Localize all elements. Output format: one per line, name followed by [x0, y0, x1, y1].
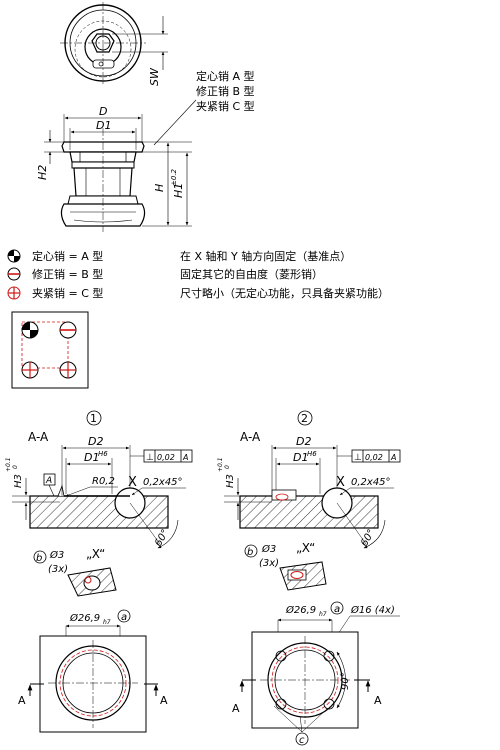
detail-1-section-a-right: A: [160, 694, 168, 707]
detail-1-number: 1: [90, 412, 97, 425]
detail-2-h3: H3: [225, 474, 236, 488]
detail-2-perp-symbol: ⊥: [354, 453, 362, 463]
detail-1-bore: Ø26,9: [69, 612, 100, 624]
detail-2-h3-tol-top: +0.1: [217, 457, 224, 472]
detail-1-x-mark: X: [128, 475, 137, 490]
detail-2-bore: Ø26,9: [285, 604, 316, 616]
centering-pin-icon: [7, 249, 21, 263]
detail-2-h3-tol-bottom: 0: [224, 465, 231, 469]
type-b-label: 修正销 B 型: [196, 84, 255, 98]
detail-1-h3: H3: [13, 474, 24, 488]
detail-1-radius: R0,2: [92, 476, 115, 487]
detail-2-hole-dia: Ø3: [261, 543, 276, 555]
detail-2-d1: D1: [293, 451, 308, 464]
legend-type-c: 夹紧销 = C 型: [32, 286, 103, 300]
correction-pin-icon: [7, 267, 21, 281]
detail-1-note-b: b: [36, 553, 42, 564]
type-a-label: 定心销 A 型: [196, 69, 255, 83]
detail-2-note-c: c: [299, 735, 305, 746]
detail-2-note-b: b: [247, 547, 253, 558]
detail-2-d2: D2: [296, 435, 311, 448]
legend-desc-a: 在 X 轴和 Y 轴方向固定（基准点）: [180, 249, 351, 263]
h-label: H: [153, 184, 166, 192]
detail-2-section-a-left: A: [232, 702, 240, 715]
detail-1-h3-tol-top: +0.1: [5, 457, 12, 472]
detail-2: 2 A-A H3 +0.1 0 D2 D1 H6 ⊥ 0,02 A X: [217, 410, 401, 746]
detail-2-section-a-right: A: [374, 694, 382, 707]
detail-1-hole-qty: (3x): [48, 564, 68, 575]
h1-label: H1: [172, 183, 185, 198]
detail-1-datum: A: [45, 476, 52, 486]
legend-type-a: 定心销 = A 型: [32, 249, 103, 263]
detail-2-angle-90: 90°: [340, 672, 351, 690]
detail-1-d1: D1: [84, 451, 99, 464]
detail-1-d1-fit: H6: [98, 450, 108, 458]
detail-2-angle: 60°: [359, 528, 377, 549]
detail-2-x-mark: X: [336, 475, 345, 490]
legend-type-b: 修正销 = B 型: [32, 267, 103, 281]
legend: 定心销 = A 型 在 X 轴和 Y 轴方向固定（基准点） 修正销 = B 型 …: [7, 249, 389, 300]
side-view: D D1 H2 H H1 ±0.2: [36, 105, 192, 232]
detail-1-perp-value: 0,02: [157, 453, 175, 462]
detail-2-chamfer: 0,2x45°: [351, 477, 391, 488]
legend-desc-c: 尺寸略小（无定心功能，只具备夹紧功能）: [180, 286, 389, 300]
detail-1-note-a: a: [121, 612, 127, 623]
legend-desc-b: 固定其它的自由度（菱形销）: [180, 267, 323, 281]
h1-tolerance: ±0.2: [170, 168, 178, 186]
detail-2-perp-datum: A: [390, 453, 396, 462]
pin-layout-diagram: [11, 311, 89, 389]
detail-2-perp-value: 0,02: [365, 453, 383, 462]
detail-1-perp-symbol: ⊥: [146, 453, 154, 463]
detail-1-detail-x: „X“: [86, 547, 105, 561]
sw-label: SW: [148, 67, 161, 86]
detail-2-detail-x: „X“: [296, 541, 315, 555]
clamping-pin-icon: [7, 286, 21, 300]
detail-1-h3-tol-bottom: 0: [12, 465, 19, 469]
detail-1-angle: 60°: [153, 528, 171, 549]
detail-2-section: A-A: [240, 430, 261, 444]
detail-2-number: 2: [301, 412, 308, 425]
detail-1-hole-dia: Ø3: [49, 549, 64, 561]
top-view: SW: [60, 2, 168, 86]
detail-2-d1-fit: H6: [307, 450, 317, 458]
detail-2-bore-fit: h7: [319, 611, 327, 618]
type-c-label: 夹紧销 C 型: [196, 99, 255, 113]
detail-1-bore-fit: h7: [103, 619, 111, 626]
detail-1-d2: D2: [88, 435, 103, 448]
detail-2-counterbore: Ø16 (4x): [350, 604, 395, 616]
detail-2-note-a: a: [334, 604, 340, 615]
detail-1: 1 A-A H3 +0.1 0 A D2 D1 H6: [5, 410, 193, 733]
detail-2-hole-qty: (3x): [259, 558, 279, 569]
d1-label: D1: [96, 119, 111, 132]
detail-1-chamfer: 0,2x45°: [143, 477, 183, 488]
detail-1-perp-datum: A: [182, 453, 188, 462]
h2-label: H2: [36, 165, 49, 180]
d-label: D: [99, 105, 107, 118]
detail-1-section: A-A: [28, 430, 49, 444]
detail-1-section-a-left: A: [18, 694, 26, 707]
